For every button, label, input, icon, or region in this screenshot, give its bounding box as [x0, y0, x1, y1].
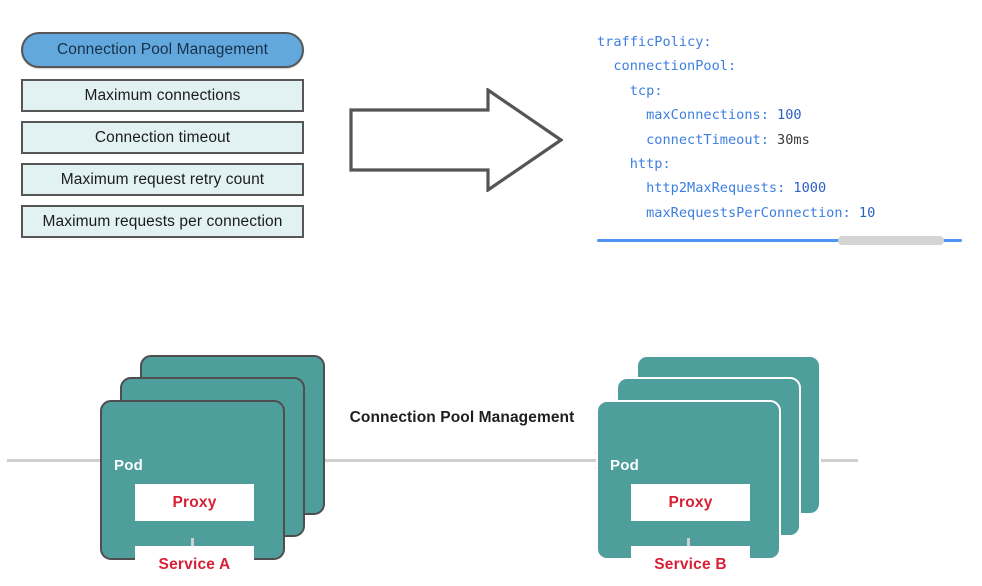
proxy-box-right[interactable]: Proxy — [631, 484, 750, 521]
yaml-line: maxConnections: 100 — [597, 103, 965, 127]
horizontal-scrollbar[interactable] — [597, 236, 962, 245]
feature-list: Connection Pool Management Maximum conne… — [21, 32, 304, 247]
yaml-key: maxConnections — [646, 107, 761, 124]
service-b-box[interactable]: Service B — [631, 546, 750, 583]
pod-label-right: Pod — [610, 457, 639, 474]
yaml-line: tcp: — [597, 79, 965, 103]
feature-item-maximum-request-retry-count[interactable]: Maximum request retry count — [21, 163, 304, 196]
yaml-line: connectTimeout: 30ms — [597, 128, 965, 152]
yaml-line: http2MaxRequests: 1000 — [597, 176, 965, 200]
yaml-colon: : — [727, 58, 737, 75]
yaml-key: connectionPool — [613, 58, 728, 75]
yaml-key: connectTimeout — [646, 131, 761, 148]
scrollbar-thumb[interactable] — [838, 236, 944, 245]
traffic-flow-line — [7, 459, 858, 462]
yaml-code-block: trafficPolicy: connectionPool: tcp: maxC… — [597, 30, 965, 225]
right-pod-stack: Pod Proxy Service B — [596, 355, 821, 583]
yaml-value: 100 — [768, 107, 802, 124]
yaml-line: connectionPool: — [597, 54, 965, 78]
yaml-colon: : — [760, 131, 769, 148]
yaml-value: 10 — [850, 204, 876, 221]
proxy-box-left[interactable]: Proxy — [135, 484, 254, 521]
yaml-colon: : — [760, 107, 769, 124]
scrollbar-track[interactable] — [597, 239, 962, 242]
yaml-key: trafficPolicy — [597, 34, 704, 50]
pod-card-front[interactable]: Pod Proxy Service A — [100, 400, 285, 583]
yaml-colon: : — [703, 34, 712, 50]
service-a-box[interactable]: Service A — [135, 546, 254, 583]
yaml-line: trafficPolicy: — [597, 30, 965, 54]
right-arrow-icon — [349, 86, 564, 194]
yaml-key: http2MaxRequests — [646, 180, 778, 197]
yaml-key: http — [629, 156, 663, 173]
yaml-key: maxRequestsPerConnection — [646, 204, 843, 221]
yaml-colon: : — [842, 204, 851, 221]
yaml-key: tcp — [629, 82, 655, 99]
yaml-value: 1000 — [785, 180, 827, 197]
yaml-value: 30ms — [768, 131, 810, 148]
yaml-config-panel: trafficPolicy: connectionPool: tcp: maxC… — [597, 30, 965, 235]
yaml-line: maxRequestsPerConnection: 10 — [597, 201, 965, 225]
left-pod-stack: Pod Proxy Service A — [100, 355, 325, 583]
yaml-colon: : — [654, 82, 663, 99]
feature-list-header[interactable]: Connection Pool Management — [21, 32, 304, 68]
yaml-colon: : — [777, 180, 786, 197]
pod-label-left: Pod — [114, 457, 143, 474]
feature-item-connection-timeout[interactable]: Connection timeout — [21, 121, 304, 154]
diagram-caption: Connection Pool Management — [349, 409, 575, 426]
yaml-line: http: — [597, 152, 965, 176]
yaml-colon: : — [662, 156, 671, 173]
feature-item-maximum-requests-per-connection[interactable]: Maximum requests per connection — [21, 205, 304, 238]
feature-item-maximum-connections[interactable]: Maximum connections — [21, 79, 304, 112]
pod-card-front[interactable]: Pod Proxy Service B — [596, 400, 781, 583]
